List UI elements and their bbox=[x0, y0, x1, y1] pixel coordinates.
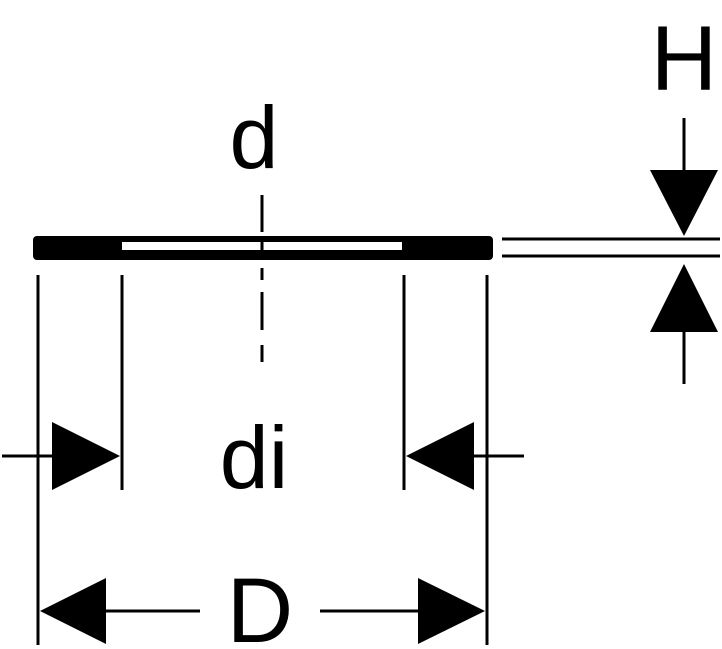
label-d: d bbox=[230, 88, 279, 187]
di-arrow-right bbox=[406, 422, 474, 490]
di-dimension bbox=[2, 422, 524, 490]
label-H: H bbox=[651, 8, 717, 110]
D-dimension bbox=[40, 578, 485, 644]
label-di: di bbox=[220, 408, 289, 507]
di-arrow-left bbox=[52, 422, 120, 490]
D-arrow-right bbox=[418, 578, 485, 644]
D-arrow-left bbox=[40, 578, 106, 644]
label-D: D bbox=[227, 560, 293, 649]
H-arrow-bottom bbox=[650, 264, 718, 332]
H-arrow-top bbox=[650, 170, 718, 236]
H-dimension bbox=[502, 118, 720, 384]
